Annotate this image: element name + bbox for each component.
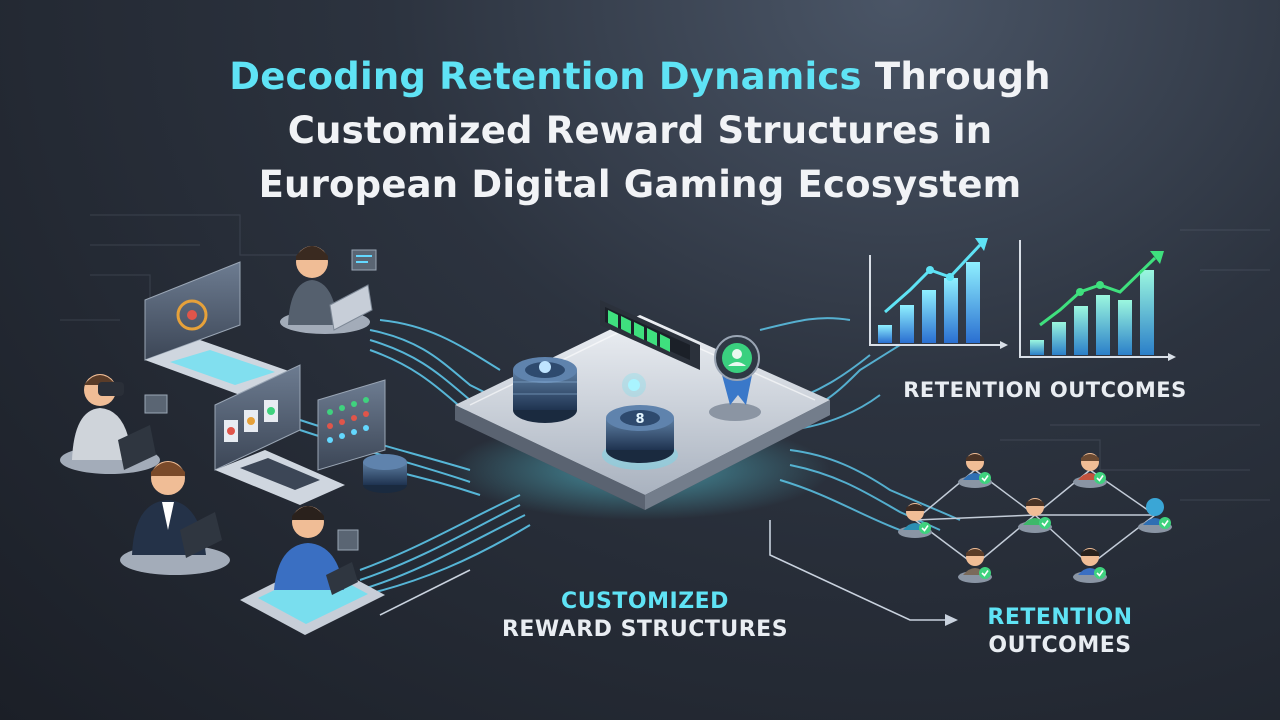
connector-lines (379, 520, 945, 621)
user-node (958, 548, 992, 583)
arrow-head-icon (945, 614, 958, 626)
label-retention-line-1: RETENTION (987, 605, 1133, 630)
coin-stack-center (602, 405, 678, 470)
coin-stack-left (513, 357, 577, 423)
label-customized-reward-structures: CUSTOMIZED REWARD STRUCTURES (470, 588, 820, 644)
player-vr (60, 374, 168, 474)
user-node (958, 453, 992, 488)
bar-chart-2 (1019, 240, 1176, 361)
user-node (1073, 548, 1107, 583)
label-retention-line-2: OUTCOMES (988, 633, 1132, 658)
page-title: Decoding Retention Dynamics Through Cust… (0, 50, 1280, 212)
label-customized-line-1: CUSTOMIZED (561, 589, 729, 614)
user-node (898, 503, 932, 538)
bar-chart-1 (869, 238, 1008, 349)
title-line-1: Decoding Retention Dynamics Through (0, 50, 1280, 104)
game-screen-grid (317, 379, 386, 471)
background-circuit (60, 214, 1270, 501)
game-screen-cards (214, 364, 345, 505)
glow-orb (622, 373, 646, 397)
award-medal-icon (709, 335, 761, 421)
game-screen-panel (144, 261, 300, 395)
label-customized-line-2: REWARD STRUCTURES (501, 617, 789, 642)
retention-network (898, 453, 1172, 583)
user-node (1073, 453, 1107, 488)
title-highlight: Decoding Retention Dynamics (229, 55, 862, 98)
title-line-2: Customized Reward Structures in (287, 109, 993, 152)
label-retention-outcomes-bottom: RETENTION OUTCOMES (950, 604, 1170, 660)
player-laptop (280, 246, 377, 334)
user-node (1138, 498, 1172, 533)
label-retention-outcomes-top: RETENTION OUTCOMES (903, 378, 1187, 402)
small-coin-stack (363, 454, 407, 493)
player-businessman (120, 461, 230, 575)
title-line-3: European Digital Gaming Ecosystem (258, 163, 1022, 206)
hub-center-badge: 8 (635, 412, 644, 427)
player-tablet (240, 506, 385, 635)
title-line-1-rest: Through (861, 55, 1051, 98)
progress-bar (600, 300, 700, 370)
user-node (1018, 498, 1052, 533)
